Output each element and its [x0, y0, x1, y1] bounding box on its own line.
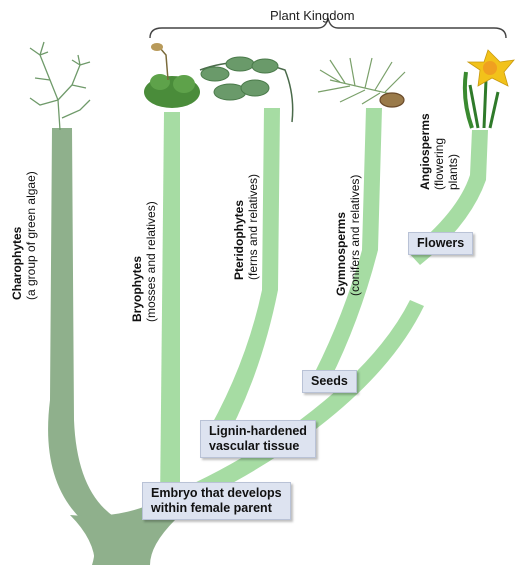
trait-flowers-text: Flowers — [417, 236, 464, 250]
plant-kingdom-label: Plant Kingdom — [270, 8, 355, 23]
group-name: Pteridophytes — [232, 174, 246, 280]
group-label-charophytes: Charophytes (a group of green algae) — [10, 171, 38, 300]
group-description-line1: (flowering — [432, 113, 446, 190]
pine-branch-icon — [318, 58, 405, 107]
trait-seeds: Seeds — [302, 370, 357, 393]
group-name: Gymnosperms — [334, 175, 348, 296]
group-description: (a group of green algae) — [24, 171, 38, 300]
group-description: (conifers and relatives) — [348, 175, 362, 296]
trait-lignin-line1: Lignin-hardened — [209, 424, 307, 439]
group-label-bryophytes: Bryophytes (mosses and relatives) — [130, 201, 158, 322]
group-name: Angiosperms — [418, 113, 432, 190]
group-description: (mosses and relatives) — [144, 201, 158, 322]
group-label-pteridophytes: Pteridophytes (ferns and relatives) — [232, 174, 260, 280]
group-name: Charophytes — [10, 171, 24, 300]
trait-seeds-text: Seeds — [311, 374, 348, 388]
trait-embryo-line1: Embryo that develops — [151, 486, 282, 501]
group-name: Bryophytes — [130, 201, 144, 322]
group-label-gymnosperms: Gymnosperms (conifers and relatives) — [334, 175, 362, 296]
bryophyte-branch — [160, 112, 180, 505]
trait-lignin-line2: vascular tissue — [209, 439, 307, 454]
group-description-line2: plants) — [446, 113, 460, 190]
trait-lignin: Lignin-hardened vascular tissue — [200, 420, 316, 458]
trait-embryo: Embryo that develops within female paren… — [142, 482, 291, 520]
green-algae-icon — [30, 42, 90, 130]
trait-embryo-line2: within female parent — [151, 501, 282, 516]
moss-icon — [144, 43, 200, 108]
charophyte-trunk — [48, 128, 150, 565]
land-plant-lineage — [160, 300, 424, 512]
trait-flowers: Flowers — [408, 232, 473, 255]
group-description: (ferns and relatives) — [246, 174, 260, 280]
group-label-angiosperms: Angiosperms (flowering plants) — [418, 113, 460, 190]
daffodil-icon — [465, 50, 514, 128]
